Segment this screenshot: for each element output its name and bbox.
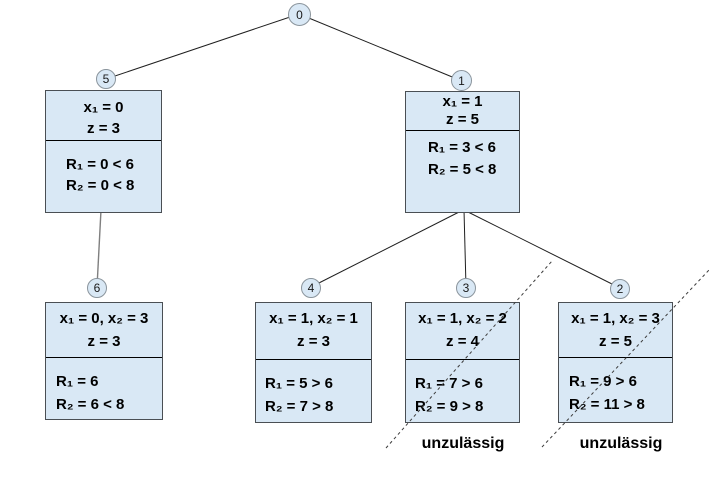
objective-line: z = 5: [446, 111, 479, 128]
edge-0-5: [105, 13, 300, 80]
objective-line: z = 4: [446, 333, 479, 350]
strikeout-line-node-3: [385, 260, 553, 449]
variable-line: x₁ = 1, x₂ = 1: [269, 310, 358, 327]
edge-1-2: [463, 209, 621, 289]
solution-section: x₁ = 1 z = 5: [406, 92, 519, 130]
objective-line: z = 3: [87, 333, 121, 350]
node-id-label: 2: [616, 282, 624, 296]
constraint-line: R₁ = 9 > 6: [569, 373, 637, 390]
node-box-3: x₁ = 1, x₂ = 2 z = 4 R₁ = 7 > 6 R₂ = 9 >…: [405, 302, 520, 423]
edge-5-6: [96, 209, 102, 288]
variable-line: x₁ = 1: [442, 93, 483, 110]
node-circle-6: 6: [87, 278, 107, 298]
infeasible-label-node-2: unzulässig: [579, 435, 663, 452]
node-circle-2: 2: [610, 279, 630, 299]
node-circle-0: 0: [288, 3, 311, 26]
node-id-label: 1: [458, 73, 465, 88]
constraints-section: R₁ = 0 < 6 R₂ = 0 < 8: [46, 140, 161, 196]
constraints-section: R₁ = 7 > 6 R₂ = 9 > 8: [406, 359, 519, 418]
constraint-line: R₂ = 11 > 8: [569, 396, 645, 413]
node-box-1: x₁ = 1 z = 5 R₁ = 3 < 6 R₂ = 5 < 8: [405, 91, 520, 213]
node-box-5: x₁ = 0 z = 3 R₁ = 0 < 6 R₂ = 0 < 8: [45, 90, 162, 213]
solution-section: x₁ = 0 z = 3: [46, 91, 161, 140]
variable-line: x₁ = 1, x₂ = 3: [571, 310, 660, 327]
node-id-label: 3: [462, 281, 470, 295]
edge-0-1: [298, 13, 463, 82]
solution-section: x₁ = 0, x₂ = 3 z = 3: [46, 303, 162, 357]
node-id-label: 5: [102, 72, 110, 86]
node-id-label: 4: [307, 281, 315, 295]
objective-line: z = 3: [87, 120, 120, 137]
edge-1-4: [310, 209, 464, 288]
variable-line: x₁ = 0, x₂ = 3: [59, 310, 149, 327]
node-circle-1: 1: [451, 70, 472, 91]
constraint-line: R₂ = 6 < 8: [56, 396, 125, 413]
constraint-line: R₂ = 9 > 8: [415, 398, 484, 415]
node-box-2: x₁ = 1, x₂ = 3 z = 5 R₁ = 9 > 6 R₂ = 11 …: [558, 302, 673, 423]
constraint-line: R₂ = 5 < 8: [428, 161, 497, 178]
constraint-line: R₁ = 0 < 6: [66, 156, 134, 173]
constraint-line: R₁ = 6: [56, 373, 99, 390]
objective-line: z = 5: [599, 333, 632, 350]
node-box-4: x₁ = 1, x₂ = 1 z = 3 R₁ = 5 > 6 R₂ = 7 >…: [255, 302, 372, 423]
constraint-line: R₂ = 0 < 8: [66, 177, 135, 194]
node-id-label: 0: [296, 7, 303, 22]
edge-1-3: [463, 209, 467, 288]
solution-section: x₁ = 1, x₂ = 2 z = 4: [406, 303, 519, 359]
constraint-line: R₁ = 5 > 6: [265, 375, 333, 392]
objective-line: z = 3: [297, 333, 330, 350]
node-circle-5: 5: [96, 69, 116, 89]
infeasible-label-node-3: unzulässig: [421, 435, 505, 452]
strikeout-line-node-2: [541, 269, 710, 448]
solution-section: x₁ = 1, x₂ = 3 z = 5: [559, 303, 672, 357]
constraints-section: R₁ = 6 R₂ = 6 < 8: [46, 357, 162, 416]
node-circle-4: 4: [301, 278, 321, 298]
variable-line: x₁ = 1, x₂ = 2: [418, 310, 507, 327]
node-box-6: x₁ = 0, x₂ = 3 z = 3 R₁ = 6 R₂ = 6 < 8: [45, 302, 163, 420]
constraints-section: R₁ = 3 < 6 R₂ = 5 < 8: [406, 130, 519, 181]
node-circle-3: 3: [456, 278, 476, 298]
constraints-section: R₁ = 9 > 6 R₂ = 11 > 8: [559, 357, 672, 416]
node-id-label: 6: [93, 281, 101, 295]
constraint-line: R₁ = 7 > 6: [415, 375, 483, 392]
constraint-line: R₂ = 7 > 8: [265, 398, 334, 415]
constraints-section: R₁ = 5 > 6 R₂ = 7 > 8: [256, 359, 371, 418]
constraint-line: R₁ = 3 < 6: [428, 139, 496, 156]
solution-section: x₁ = 1, x₂ = 1 z = 3: [256, 303, 371, 359]
variable-line: x₁ = 0: [83, 99, 124, 116]
